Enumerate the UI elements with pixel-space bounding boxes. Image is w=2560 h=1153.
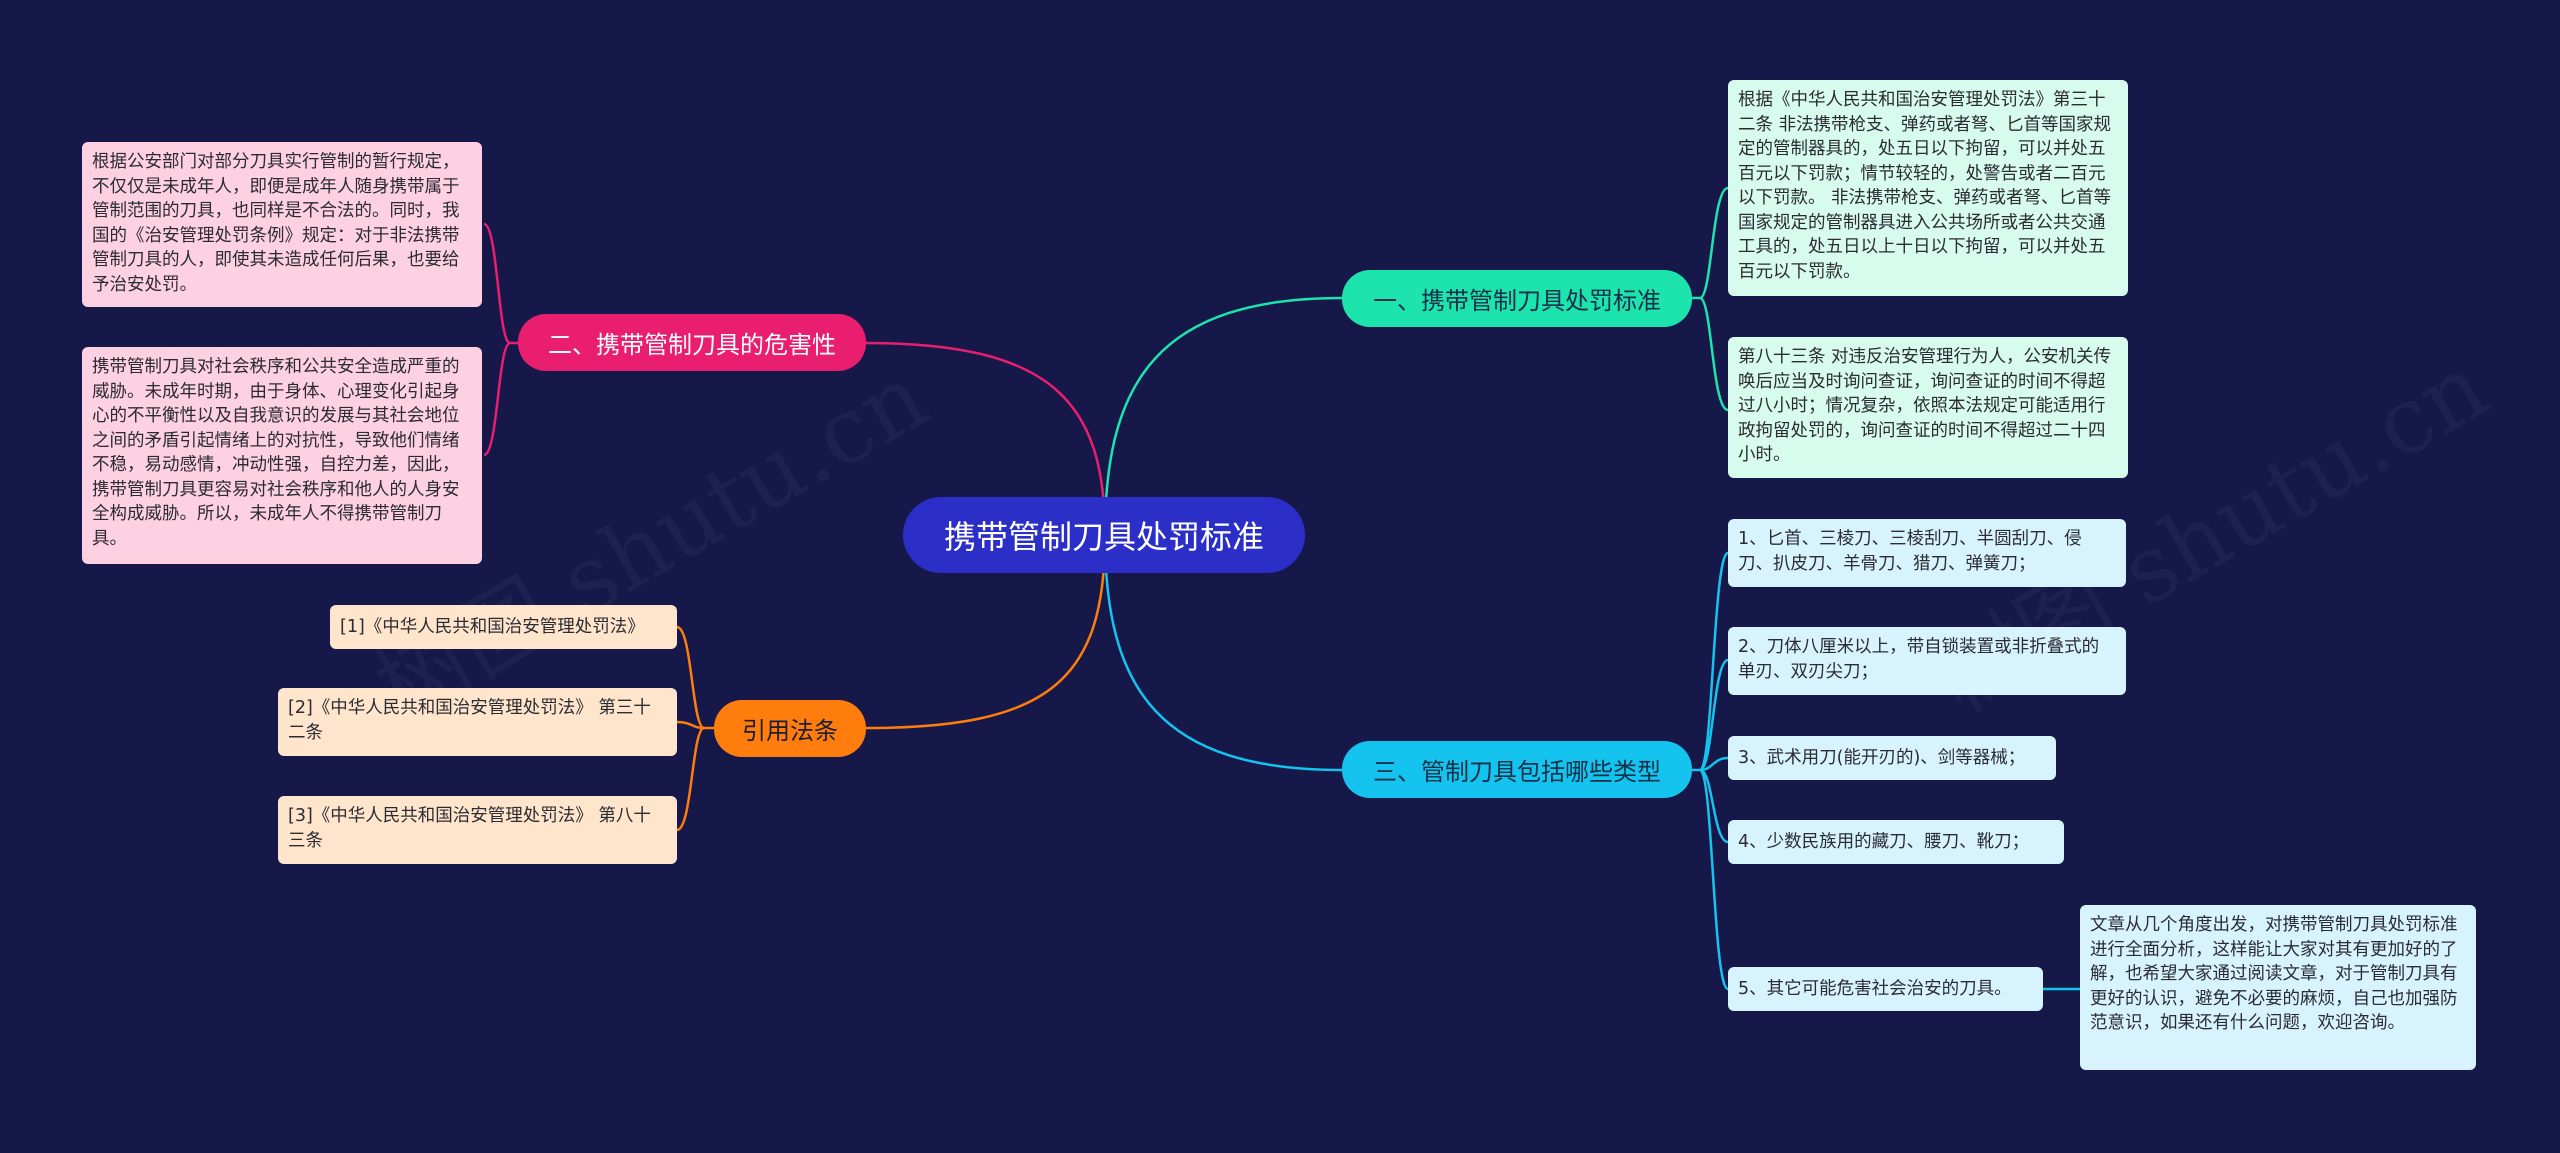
- link-center-law: [865, 534, 1107, 730]
- law-citation-card: [2]《中华人民共和国治安管理处罚法》 第三十二条: [278, 688, 677, 756]
- branch-penalty-standard[interactable]: 一、携带管制刀具处罚标准: [1342, 270, 1692, 327]
- link-types-2: [1699, 658, 1729, 772]
- knife-type-card: 1、匕首、三棱刀、三棱刮刀、半圆刮刀、侵刀、扒皮刀、羊骨刀、猎刀、弹簧刀；: [1728, 519, 2126, 587]
- link-harm-2: [483, 341, 512, 457]
- knife-type-card: 5、其它可能危害社会治安的刀具。: [1728, 967, 2043, 1011]
- knife-type-card: 3、武术用刀(能开刃的)、剑等器械；: [1728, 736, 2056, 780]
- harm-detail-card: 根据公安部门对部分刀具实行管制的暂行规定，不仅仅是未成年人，即便是成年人随身携带…: [82, 142, 482, 307]
- penalty-detail-card: 第八十三条 对违反治安管理行为人，公安机关传唤后应当及时询问查证，询问查证的时间…: [1728, 337, 2128, 478]
- link-types-5: [1698, 768, 1730, 991]
- link-law-1: [676, 625, 714, 730]
- law-citation-card: [3]《中华人民共和国治安管理处罚法》 第八十三条: [278, 796, 677, 864]
- link-penalty-2: [1698, 296, 1729, 412]
- branch-cited-law[interactable]: 引用法条: [714, 700, 866, 757]
- link-center-types: [1103, 534, 1343, 772]
- link-law-3: [676, 726, 705, 832]
- knife-type-card: 2、刀体八厘米以上，带自锁装置或非折叠式的单刃、双刃尖刀；: [1728, 627, 2126, 695]
- link-center-harm: [865, 341, 1107, 536]
- branch-knife-types[interactable]: 三、管制刀具包括哪些类型: [1342, 741, 1692, 798]
- knife-type-card: 4、少数民族用的藏刀、腰刀、靴刀；: [1728, 820, 2064, 864]
- link-center-penalty: [1103, 296, 1343, 536]
- link-penalty-1: [1692, 186, 1729, 300]
- law-citation-card: [1]《中华人民共和国治安管理处罚法》: [330, 605, 677, 649]
- summary-note-card: 文章从几个角度出发，对携带管制刀具处罚标准进行全面分析，这样能让大家对其有更加好…: [2080, 905, 2476, 1070]
- link-law-2: [676, 720, 705, 730]
- central-topic[interactable]: 携带管制刀具处罚标准: [903, 497, 1305, 573]
- link-harm-1: [483, 222, 518, 345]
- link-types-3: [1699, 756, 1729, 772]
- penalty-detail-card: 根据《中华人民共和国治安管理处罚法》第三十二条 非法携带枪支、弹药或者弩、匕首等…: [1728, 80, 2128, 296]
- harm-detail-card: 携带管制刀具对社会秩序和公共安全造成严重的威胁。未成年时期，由于身体、心理变化引…: [82, 347, 482, 564]
- link-types-4: [1699, 768, 1729, 844]
- branch-harm[interactable]: 二、携带管制刀具的危害性: [518, 314, 866, 371]
